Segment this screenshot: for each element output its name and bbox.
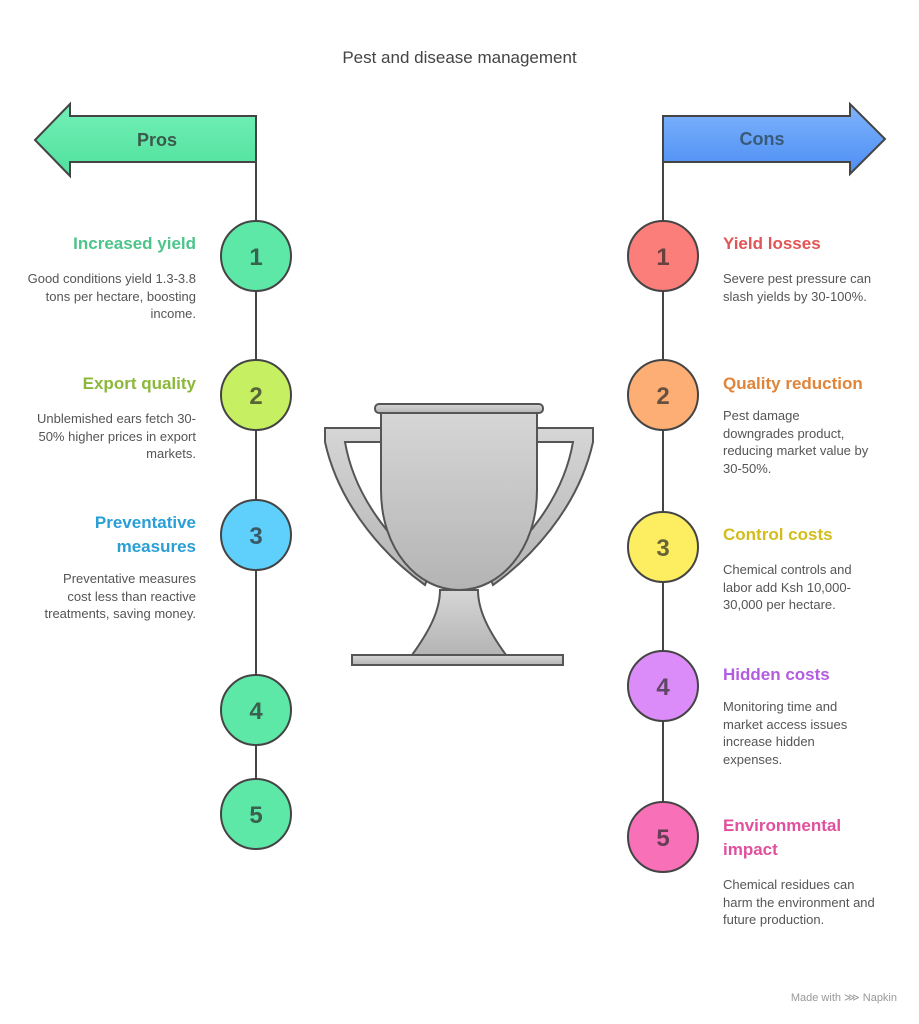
pro-4-circle (220, 674, 292, 746)
pro-3-circle (220, 499, 292, 571)
con-4-title: Hidden costs (723, 665, 830, 684)
con-1-desc: Severe pest pressure can slash yields by… (723, 271, 872, 304)
cons-arrow (662, 101, 887, 177)
pro-1-circle (220, 220, 292, 292)
con-2-circle (627, 359, 699, 431)
pro-2-title: Export quality (82, 374, 196, 393)
con-2-circle-number: 2 (656, 383, 669, 410)
pros-arrow (33, 101, 257, 179)
napkin-watermark: Made with ⋙ Napkin (790, 992, 897, 1004)
con-4-desc: Monitoring time and market access issues… (723, 699, 848, 767)
trophy-icon (324, 403, 594, 666)
con-1-circle-number: 1 (656, 244, 669, 271)
con-1-title: Yield losses (723, 234, 821, 253)
con-4-circle (627, 650, 699, 722)
pro-1-title: Increased yield (73, 234, 196, 253)
pro-5-circle (220, 778, 292, 850)
pro-2-circle-number: 2 (249, 383, 262, 410)
pro-3-desc: Preventative measures cost less than rea… (44, 571, 197, 621)
pro-3-circle-number: 3 (249, 523, 262, 550)
con-5-circle-number: 5 (656, 825, 669, 852)
con-5-circle (627, 801, 699, 873)
diagram-title: Pest and disease management (342, 48, 577, 67)
con-1-circle (627, 220, 699, 292)
pro-2-desc: Unblemished ears fetch 30-50% higher pri… (37, 411, 196, 461)
pro-1-circle-number: 1 (249, 244, 262, 271)
pro-3-title: Preventative measures (94, 513, 196, 556)
pro-1-desc: Good conditions yield 1.3-3.8 tons per h… (27, 271, 196, 321)
con-3-desc: Chemical controls and labor add Ksh 10,0… (723, 562, 852, 612)
pros-label: Pros (137, 130, 177, 150)
con-5-desc: Chemical residues can harm the environme… (723, 877, 875, 927)
con-2-title: Quality reduction (723, 374, 863, 393)
pro-2-circle (220, 359, 292, 431)
con-2-desc: Pest damage downgrades product, reducing… (723, 408, 869, 476)
con-4-circle-number: 4 (656, 674, 670, 701)
con-3-circle-number: 3 (656, 535, 669, 562)
cons-label: Cons (740, 129, 785, 149)
con-5-title: Environmental impact (723, 816, 842, 859)
con-3-title: Control costs (723, 525, 833, 544)
pro-4-circle-number: 4 (249, 698, 263, 725)
con-3-circle (627, 511, 699, 583)
pro-5-circle-number: 5 (249, 802, 262, 829)
